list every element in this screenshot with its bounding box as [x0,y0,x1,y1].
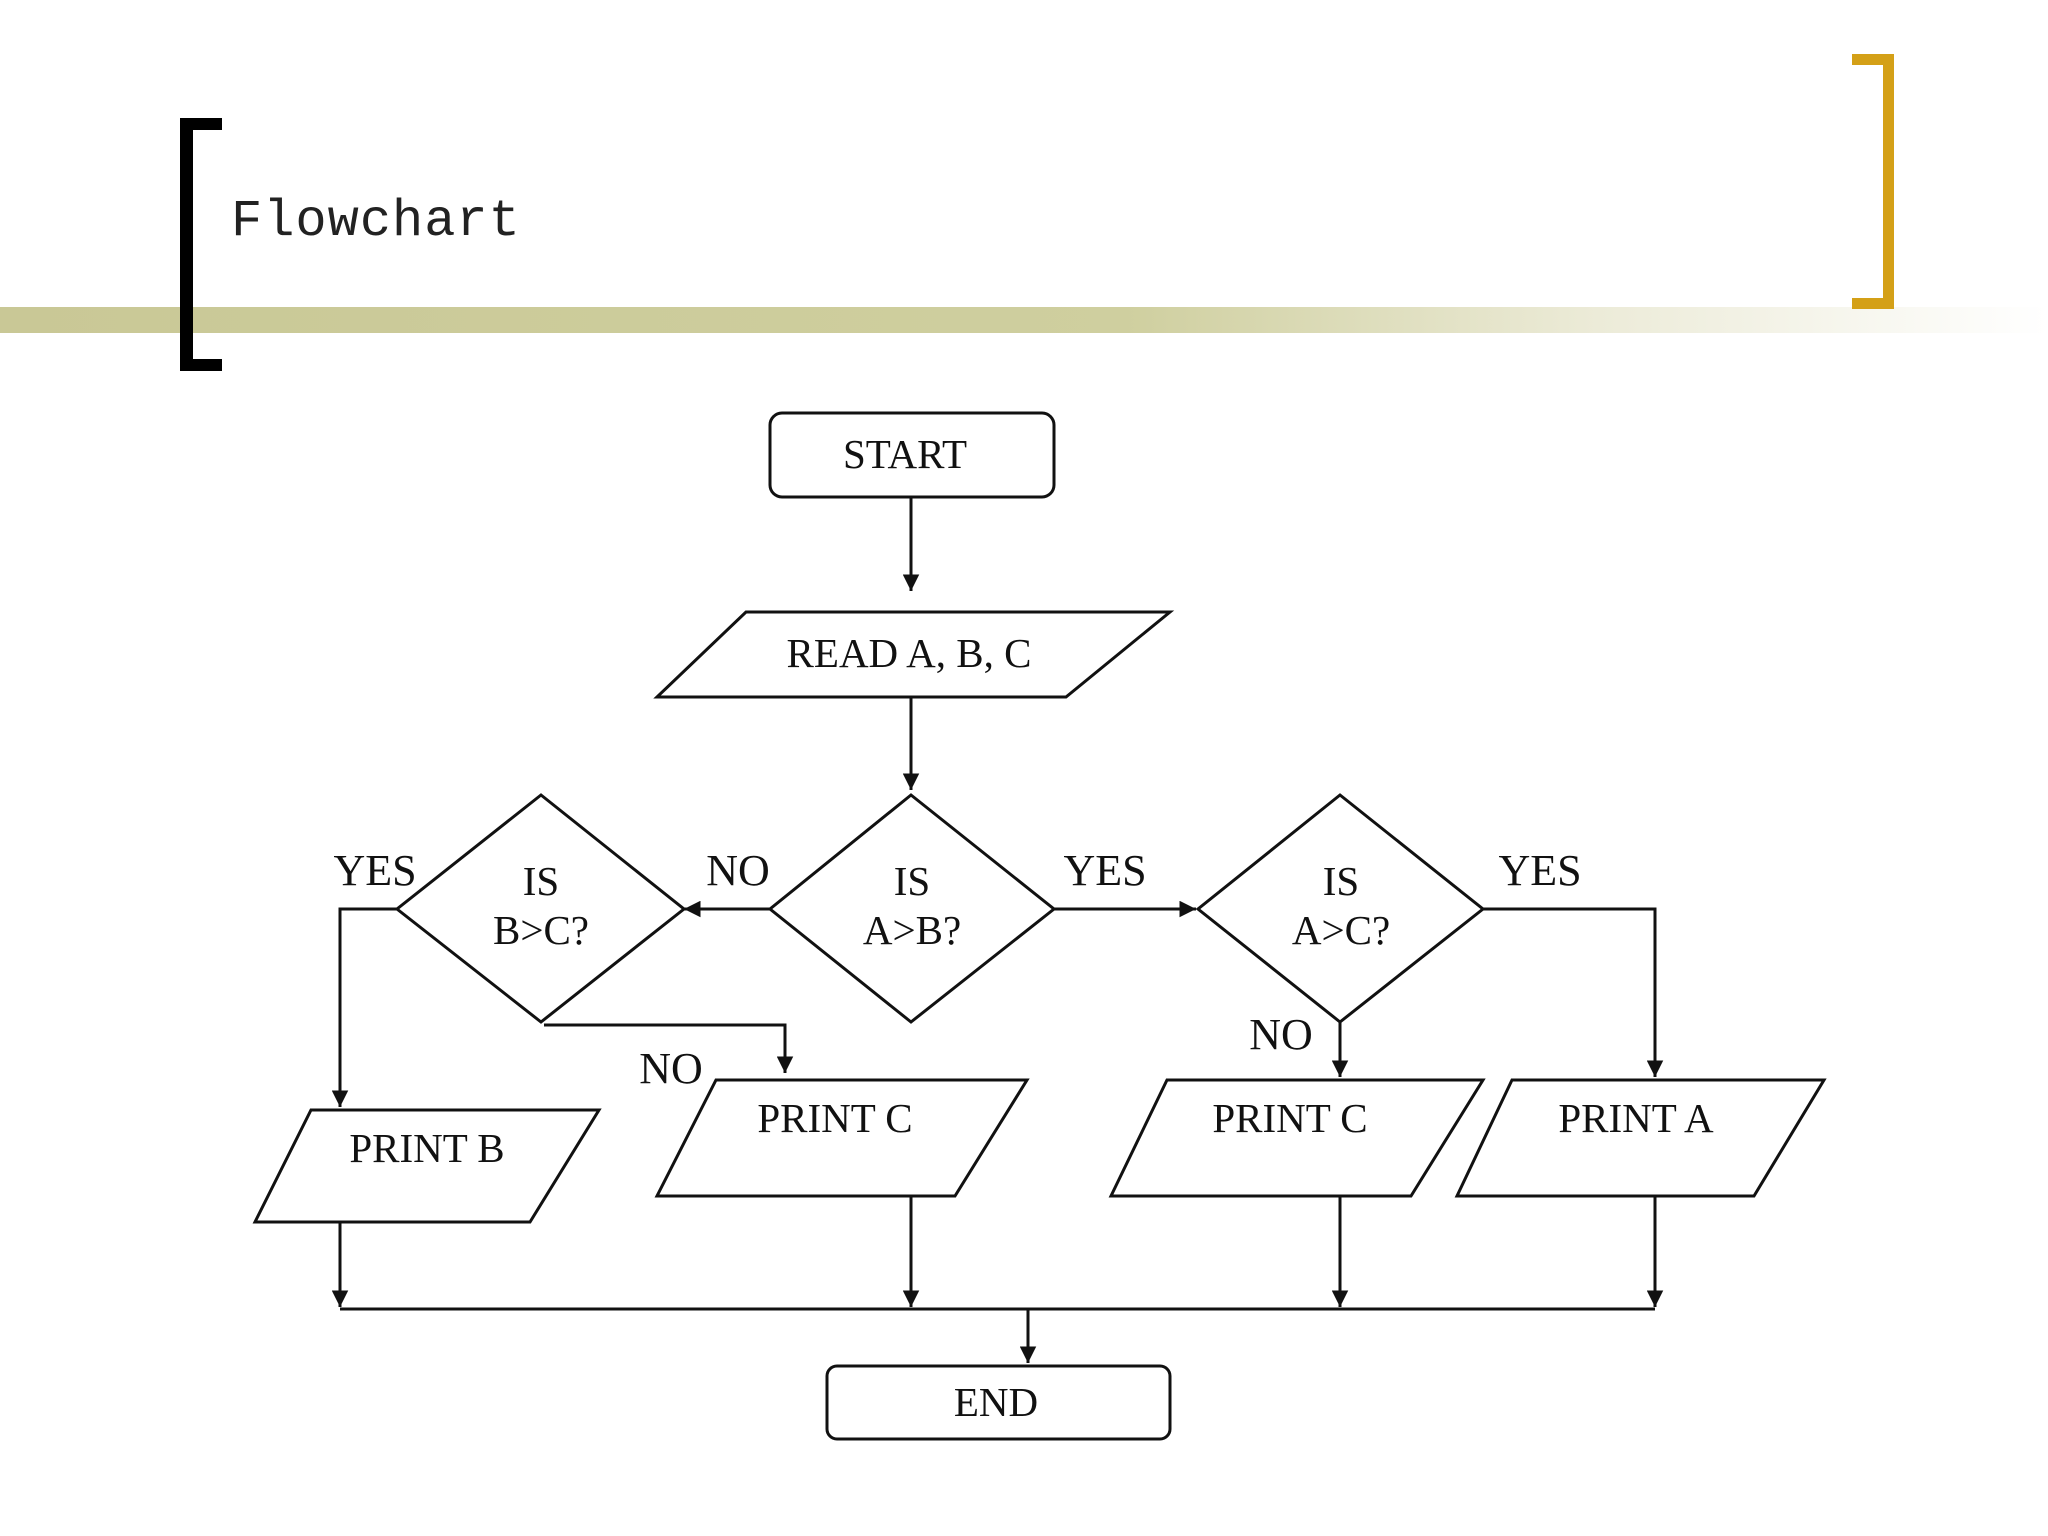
branch-label-ac-no: NO [1249,1010,1313,1059]
start-label: START [843,431,967,477]
edge-bc-no-to-print-c [544,1023,794,1073]
print-c-left-label: PRINT C [757,1095,912,1141]
print-c-right-output [1108,1078,1486,1198]
right-bracket-decoration [1852,54,1894,309]
decision-a-gt-b [767,793,1057,1024]
branch-label-bc-yes: YES [333,846,416,895]
branch-label-bc-no: NO [639,1044,703,1093]
decision-bc-line1: IS [523,858,559,904]
print-a-output [1454,1078,1827,1198]
decision-ab-line2: A>B? [863,907,961,953]
branch-label-ac-yes: YES [1498,846,1581,895]
print-a-label: PRINT A [1558,1095,1714,1141]
end-label: END [954,1379,1038,1425]
decision-ab-line1: IS [894,858,930,904]
print-c-left-output [654,1078,1030,1198]
decision-ac-line1: IS [1323,858,1359,904]
print-c-right-label: PRINT C [1212,1095,1367,1141]
start-terminator [768,411,1056,499]
read-label: READ A, B, C [787,630,1032,676]
print-b-output [252,1108,602,1224]
left-bracket-decoration [180,118,222,371]
branch-label-ab-no: NO [706,846,770,895]
title-underline-band [0,307,2048,333]
decision-ac-line2: A>C? [1292,907,1390,953]
edge-ac-yes-to-print-a [1483,907,1664,1077]
branch-label-ab-yes: YES [1063,846,1146,895]
decision-bc-line2: B>C? [493,907,589,953]
end-terminator [825,1364,1172,1441]
print-b-label: PRINT B [349,1125,504,1171]
edge-bc-yes-to-print-b [331,907,397,1107]
decision-b-gt-c [394,793,687,1024]
slide-title: Flowchart [231,192,521,251]
decision-a-gt-c [1195,793,1486,1024]
read-input-parallelogram [653,610,1175,699]
